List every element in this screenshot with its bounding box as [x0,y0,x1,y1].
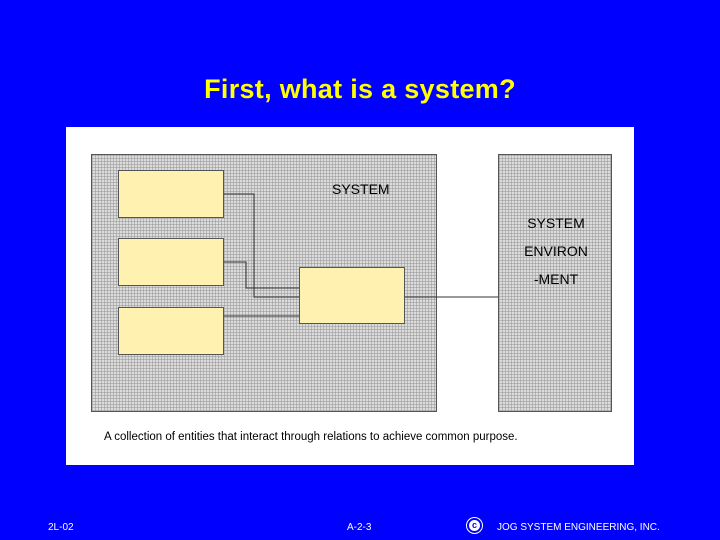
copyright-icon: c [466,517,483,534]
entity-box-3 [118,307,224,355]
entity-box-central [299,267,405,324]
footer-page-code: A-2-3 [347,522,372,533]
footer-left-code: 2L-02 [48,522,74,533]
diagram-panel: SYSTEM ENVIRON -MENT SYSTEM A collection… [66,127,634,465]
entity-box-1 [118,170,224,218]
footer-company: JOG SYSTEM ENGINEERING, INC. [497,522,660,533]
system-label: SYSTEM [332,181,390,197]
environment-label-line-2: ENVIRON [524,243,588,259]
entity-box-2 [118,238,224,286]
environment-label-line-3: -MENT [533,271,579,287]
system-environment-box: SYSTEM ENVIRON -MENT [498,154,612,412]
environment-label: SYSTEM ENVIRON -MENT [499,209,613,293]
slide-title: First, what is a system? [204,74,516,104]
diagram-caption: A collection of entities that interact t… [104,431,518,443]
environment-label-line-1: SYSTEM [527,215,585,231]
